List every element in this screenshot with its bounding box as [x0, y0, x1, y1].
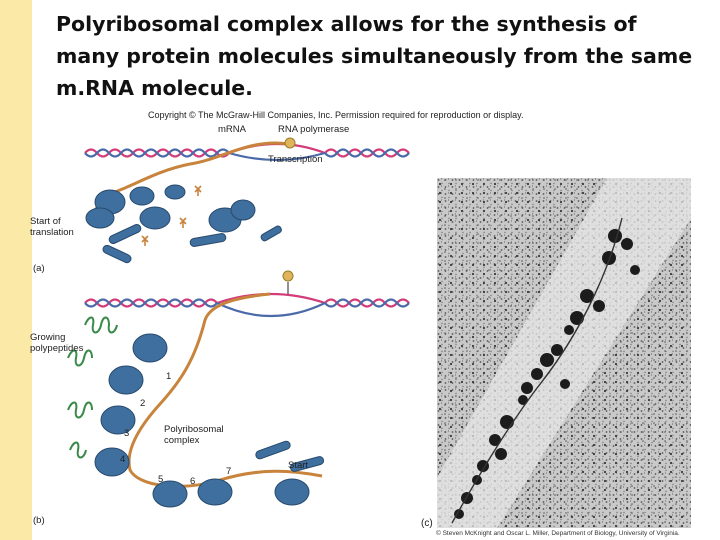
- dna-helix-b: [84, 292, 410, 317]
- label-panel-b: (b): [33, 515, 45, 526]
- trna-icons-a: [141, 185, 202, 246]
- label-growing-polypeptides: Growing polypeptides: [30, 332, 83, 354]
- copyright-notice: Copyright © The McGraw-Hill Companies, I…: [148, 110, 524, 120]
- ribosome-number-2: 2: [140, 398, 146, 409]
- label-start: Start: [288, 460, 309, 471]
- ribosome-number-6: 6: [190, 476, 196, 487]
- label-start-of-translation-line2: translation: [30, 227, 74, 238]
- label-polyribosomal-line2: complex: [164, 435, 200, 446]
- ribosome-number-7: 7: [226, 466, 232, 477]
- label-panel-c: (c): [421, 518, 433, 529]
- slide-title: Polyribosomal complex allows for the syn…: [56, 12, 693, 100]
- ribosomes-a: [85, 184, 282, 264]
- polypeptides-b: [67, 316, 118, 459]
- label-start-of-translation: Start of translation: [30, 216, 74, 238]
- rna-polymerase-b: [282, 270, 294, 282]
- ribosomes-b: [94, 333, 325, 508]
- micrograph-credit: © Steven McKnight and Oscar L. Miller, D…: [436, 530, 680, 537]
- electron-micrograph: [437, 178, 691, 528]
- slide-accent-bar: [0, 0, 32, 540]
- rna-polymerase-a: [284, 137, 296, 149]
- polyribosome-diagram: [67, 137, 410, 508]
- label-start-of-translation-line1: Start of: [30, 216, 61, 227]
- ribosome-number-1: 1: [166, 371, 172, 382]
- mrna-strand-b: [127, 292, 323, 488]
- polysome-clusters: [454, 229, 640, 519]
- ribosome-number-5: 5: [158, 474, 164, 485]
- label-transcription: Transcription: [268, 154, 323, 165]
- ribosome-number-4: 4: [120, 454, 126, 465]
- label-rna-polymerase: RNA polymerase: [278, 124, 350, 135]
- ribosome-number-3: 3: [124, 428, 130, 439]
- label-polyribosomal-complex: Polyribosomal complex: [164, 424, 224, 446]
- micrograph-image: [437, 178, 691, 528]
- label-growing-line1: Growing: [30, 332, 66, 343]
- label-mrna: mRNA: [218, 124, 246, 135]
- label-polyribosomal-line1: Polyribosomal: [164, 424, 224, 435]
- label-panel-a: (a): [33, 263, 45, 274]
- label-growing-line2: polypeptides: [30, 343, 84, 354]
